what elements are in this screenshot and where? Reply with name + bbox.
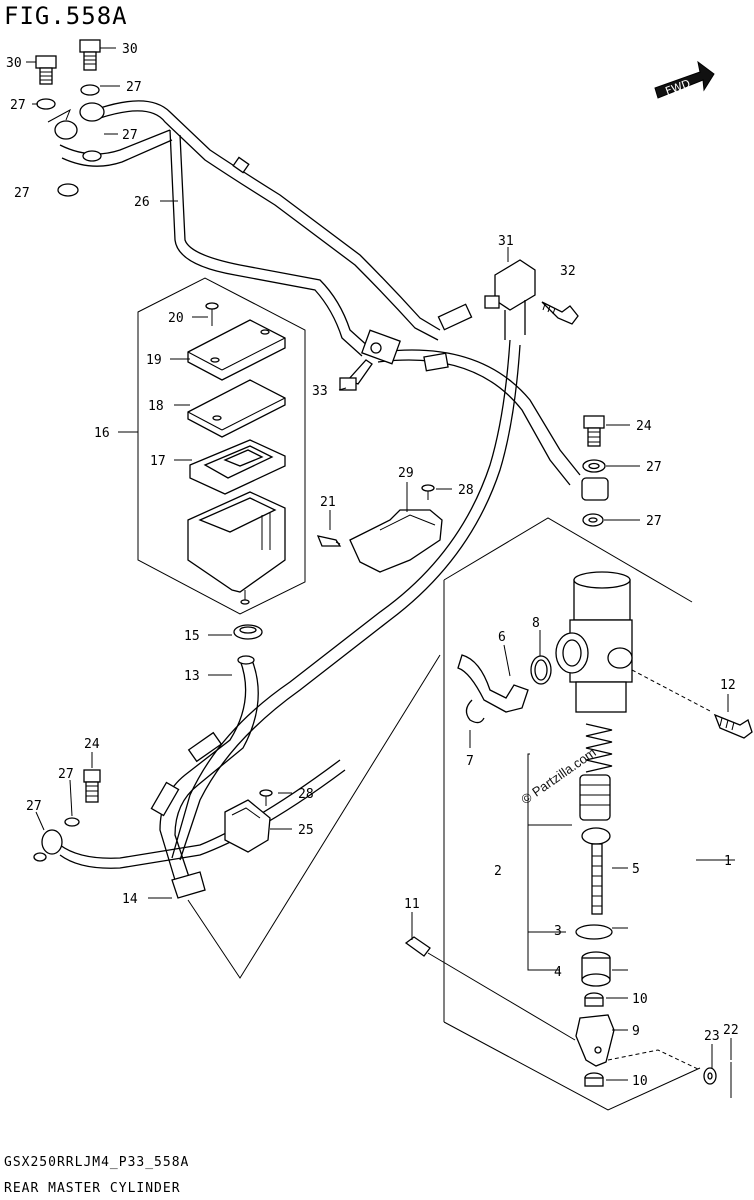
screw-28-lower (259, 789, 273, 806)
callout-6: 6 (498, 630, 506, 645)
callout-12: 12 (720, 678, 736, 693)
callout-32: 32 (560, 264, 576, 279)
reservoir-assembly-box-16 (118, 277, 306, 615)
fwd-arrow-icon: FWD (654, 60, 715, 99)
screw-28-upper (421, 484, 435, 500)
brake-hose-to-master (361, 329, 581, 486)
banjo-bolt-right-30 (79, 39, 101, 71)
callout-27-g: 27 (58, 767, 74, 782)
push-rod-5 (581, 827, 611, 915)
callout-1: 1 (724, 854, 732, 869)
callout-8: 8 (532, 616, 540, 631)
callout-27-a: 27 (10, 98, 26, 113)
diaphragm-17 (189, 439, 286, 495)
diaphragm-plate-18 (187, 379, 286, 438)
callout-27-h: 27 (26, 799, 42, 814)
callout-24-left: 24 (84, 737, 100, 752)
reservoir-body (187, 491, 286, 605)
callout-27-b: 27 (126, 80, 142, 95)
callout-11: 11 (404, 897, 420, 912)
washers-27-top (36, 84, 105, 197)
fwd-label: FWD (664, 77, 693, 98)
callout-23: 23 (704, 1029, 720, 1044)
leader-lines (26, 47, 732, 1081)
callout-27-d: 27 (14, 186, 30, 201)
callout-27-c: 27 (122, 128, 138, 143)
callout-5: 5 (632, 862, 640, 877)
callout-4: 4 (554, 965, 562, 980)
hose-connector-6 (457, 654, 529, 713)
washer-23 (703, 1067, 717, 1085)
callout-14: 14 (122, 892, 138, 907)
screw-21 (316, 535, 342, 547)
callout-10-lower: 10 (632, 1074, 648, 1089)
callout-3: 3 (554, 924, 562, 939)
callout-13: 13 (184, 669, 200, 684)
callout-30-right: 30 (122, 42, 138, 57)
master-cylinder-outline-1 (443, 517, 735, 1111)
callout-25: 25 (298, 823, 314, 838)
callout-9: 9 (632, 1024, 640, 1039)
callout-28-lower: 28 (298, 787, 314, 802)
callout-26: 26 (134, 195, 150, 210)
callout-21: 21 (320, 495, 336, 510)
reservoir-cap-19 (187, 319, 286, 381)
screw-20 (205, 302, 219, 326)
callout-30-left: 30 (6, 56, 22, 71)
nut-10-lower (584, 1072, 604, 1087)
callout-7: 7 (466, 754, 474, 769)
hose-13-and-lower-line (150, 339, 521, 881)
clip-14 (171, 871, 206, 899)
boot-4 (581, 951, 611, 987)
callout-28-upper: 28 (458, 483, 474, 498)
nut-10-upper (584, 992, 604, 1007)
callout-22: 22 (723, 1023, 739, 1038)
bolt-32 (541, 301, 579, 325)
callout-18: 18 (148, 399, 164, 414)
circlip-7 (465, 699, 485, 724)
o-ring-8 (530, 655, 552, 685)
banjo-bolt-left-30 (35, 55, 57, 85)
callout-27-f: 27 (646, 514, 662, 529)
bolt-33 (339, 359, 373, 391)
bolt-12 (713, 713, 753, 739)
callout-27-e: 27 (646, 460, 662, 475)
callout-16: 16 (94, 426, 110, 441)
bracket-25 (224, 799, 271, 853)
callout-31: 31 (498, 234, 514, 249)
brake-line-lower-left (33, 759, 346, 869)
figure-title: FIG.558A (4, 2, 128, 30)
banjo-bolt-24-right (581, 415, 609, 527)
model-code: GSX250RRLJM4_P33_558A (4, 1155, 189, 1170)
clip-15 (233, 624, 263, 640)
callout-15: 15 (184, 629, 200, 644)
snap-ring-3 (575, 924, 613, 940)
spring-piston-2 (527, 723, 613, 971)
hose-clamp-31 (484, 259, 536, 340)
figure-caption: REAR MASTER CYLINDER (4, 1181, 181, 1196)
callout-20: 20 (168, 311, 184, 326)
callout-24-right: 24 (636, 419, 652, 434)
callout-19: 19 (146, 353, 162, 368)
clevis-9 (575, 1014, 615, 1067)
callout-17: 17 (150, 454, 166, 469)
master-cylinder-body (555, 571, 633, 713)
callout-29: 29 (398, 466, 414, 481)
callout-33: 33 (312, 384, 328, 399)
clevis-pin-11 (404, 936, 576, 1041)
brake-hose-26 (59, 100, 473, 357)
bracket-29 (349, 509, 443, 573)
callout-10-upper: 10 (632, 992, 648, 1007)
callout-2: 2 (494, 864, 502, 879)
